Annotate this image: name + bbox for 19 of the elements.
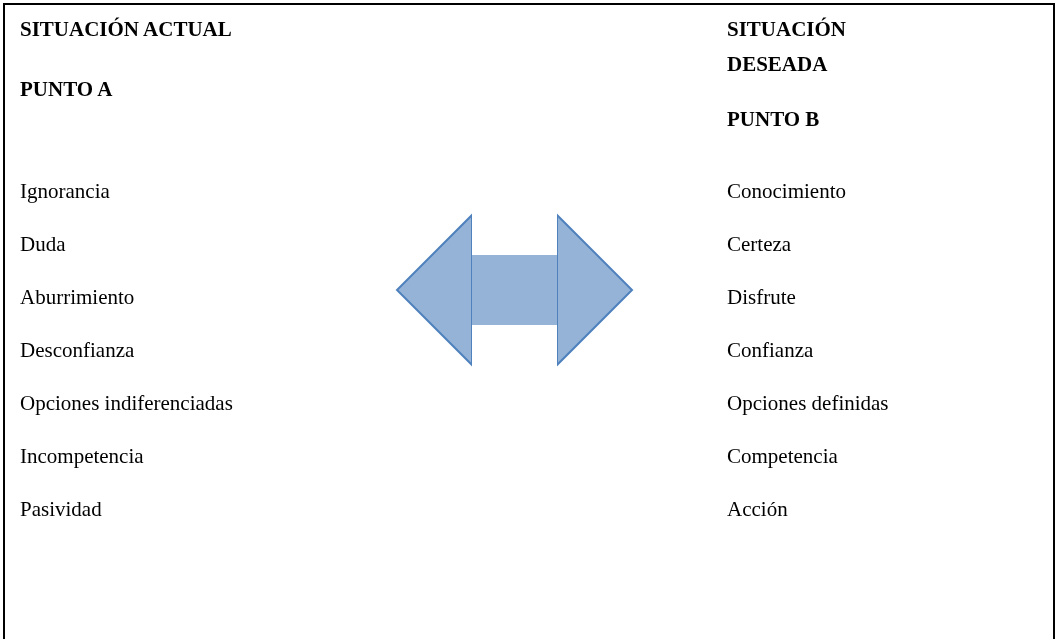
list-item: Opciones definidas	[727, 390, 889, 417]
list-item: Duda	[20, 231, 66, 258]
list-item: Ignorancia	[20, 178, 110, 205]
list-item: Competencia	[727, 443, 838, 470]
list-item: Certeza	[727, 231, 792, 258]
list-item: Conocimiento	[727, 178, 846, 205]
list-item: Incompetencia	[20, 443, 144, 470]
list-item: Desconfianza	[20, 337, 135, 364]
list-item: Pasividad	[20, 496, 102, 523]
list-item: Acción	[727, 496, 788, 523]
column-heading: PUNTO A	[20, 76, 114, 103]
column-heading: PUNTO B	[727, 106, 821, 133]
list-item: Aburrimiento	[20, 284, 135, 311]
list-item: Disfrute	[727, 284, 796, 311]
list-item: Confianza	[727, 337, 814, 364]
column-heading: SITUACIÓN ACTUAL	[20, 16, 233, 43]
column-heading: SITUACIÓN DESEADA	[727, 16, 848, 78]
double-arrow	[396, 214, 633, 366]
list-item: Opciones indiferenciadas	[20, 390, 233, 417]
